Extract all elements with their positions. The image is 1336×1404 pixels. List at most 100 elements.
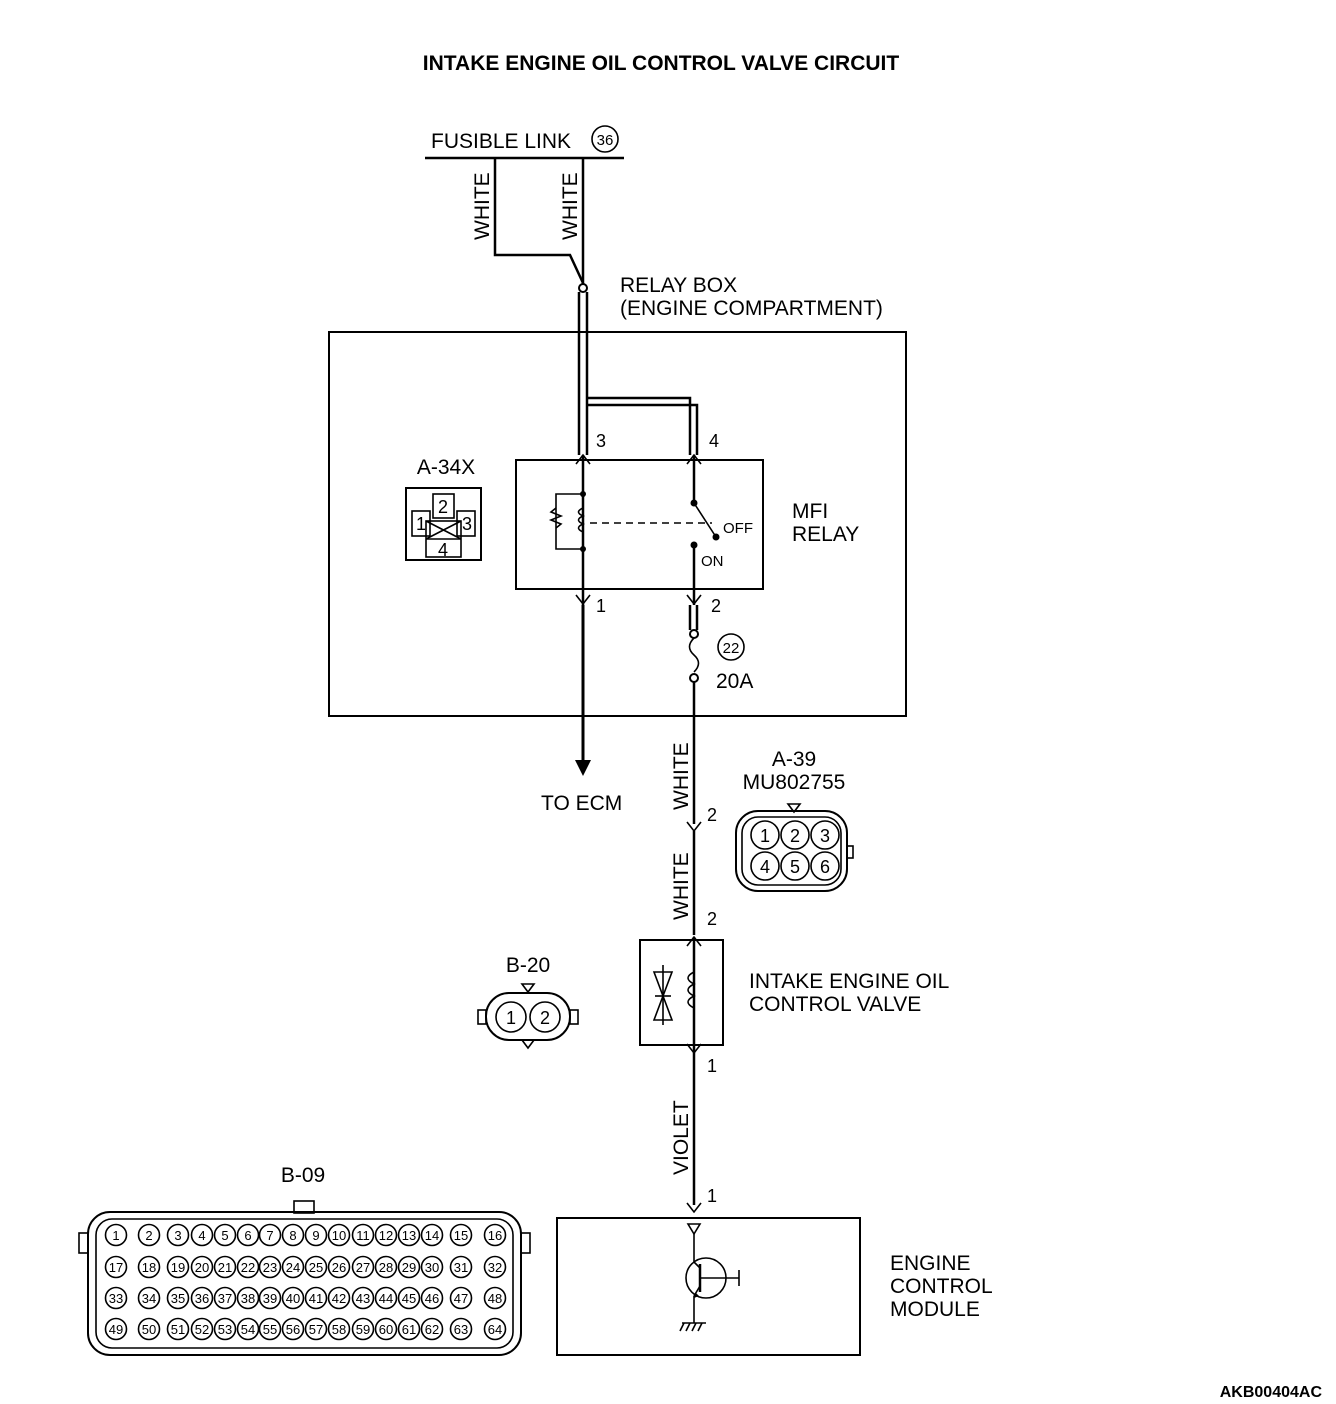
connector-b09-pin-6: 6 bbox=[244, 1228, 251, 1243]
connector-b09-pin-18: 18 bbox=[142, 1260, 156, 1275]
connector-b09-pin-circle bbox=[281, 1317, 305, 1341]
valve-pin-top: 2 bbox=[707, 909, 717, 929]
connector-b09-pin-circle bbox=[374, 1286, 398, 1310]
connector-b20-name: B-20 bbox=[506, 954, 550, 977]
connector-b09-pin-64: 64 bbox=[488, 1322, 502, 1337]
connector-b09-pin-61: 61 bbox=[402, 1322, 416, 1337]
connector-b09-pin-circle bbox=[351, 1317, 375, 1341]
connector-b09-pin-circle bbox=[166, 1286, 190, 1310]
valve-label-line2: CONTROL VALVE bbox=[749, 993, 921, 1016]
connector-b09-pin-33: 33 bbox=[109, 1291, 123, 1306]
connector-b09-pin-59: 59 bbox=[356, 1322, 370, 1337]
diagram-id: AKB00404AC bbox=[1220, 1384, 1323, 1401]
connector-b09-pin-circle bbox=[304, 1317, 328, 1341]
connector-a39-part: MU802755 bbox=[743, 771, 846, 794]
connector-b09-pin-31: 31 bbox=[454, 1260, 468, 1275]
connector-b20: B-20 1 2 bbox=[477, 954, 579, 1050]
white-wire-label-lower-1: WHITE bbox=[670, 742, 693, 810]
connector-b09-pin-42: 42 bbox=[332, 1291, 346, 1306]
connector-b09-pin-13: 13 bbox=[402, 1228, 416, 1243]
connector-a39-pin-6: 6 bbox=[820, 857, 830, 877]
mfi-relay-pin-2: 2 bbox=[711, 596, 721, 616]
connector-b09-pin-34: 34 bbox=[142, 1291, 156, 1306]
connector-b09-pin-5: 5 bbox=[221, 1228, 228, 1243]
connector-b09-pin-39: 39 bbox=[263, 1291, 277, 1306]
mfi-relay-outline bbox=[515, 459, 764, 590]
fuse: 22 20A bbox=[688, 605, 753, 693]
connector-b09-pin-15: 15 bbox=[454, 1228, 468, 1243]
fusible-link-label: FUSIBLE LINK bbox=[431, 130, 571, 153]
connector-b09-pin-circle bbox=[483, 1317, 507, 1341]
connector-b09-pin-50: 50 bbox=[142, 1322, 156, 1337]
connector-b09-pin-21: 21 bbox=[218, 1260, 232, 1275]
connector-b09-pin-circle bbox=[137, 1255, 161, 1279]
connector-a39-pin-2: 2 bbox=[790, 826, 800, 846]
connector-b09-pin-circle bbox=[258, 1223, 282, 1247]
fuse-number-circle bbox=[717, 633, 745, 661]
splice-point bbox=[578, 283, 588, 293]
mfi-relay-label-line2: RELAY bbox=[792, 523, 859, 546]
connector-a39-pin-3: 3 bbox=[820, 826, 830, 846]
connector-b09-pin-37: 37 bbox=[218, 1291, 232, 1306]
connector-b09-pin-circle bbox=[397, 1223, 421, 1247]
connector-b09-pin-circle bbox=[327, 1286, 351, 1310]
connector-a39: A-39 MU802755 1 2 3 4 5 6 bbox=[735, 748, 854, 892]
connector-b09-pin-circle bbox=[236, 1317, 260, 1341]
connector-a34x-pin-3: 3 bbox=[462, 514, 472, 534]
connector-b09-pin-circle bbox=[213, 1317, 237, 1341]
connector-b09-pin-40: 40 bbox=[286, 1291, 300, 1306]
ecm-outline bbox=[556, 1217, 861, 1356]
connector-b09-pin-7: 7 bbox=[266, 1228, 273, 1243]
valve-pin-bottom: 1 bbox=[707, 1056, 717, 1076]
connector-b09-pin-circle bbox=[420, 1255, 444, 1279]
connector-b09-pin-circle bbox=[327, 1223, 351, 1247]
connector-b09-pin-circle bbox=[281, 1286, 305, 1310]
connector-b09-pin-circle bbox=[258, 1317, 282, 1341]
connector-b09-pin-circle bbox=[190, 1223, 214, 1247]
mfi-relay-off-label: OFF bbox=[723, 520, 753, 537]
connector-b09-pin-circle bbox=[104, 1255, 128, 1279]
connector-a34x-pin-4: 4 bbox=[438, 540, 448, 560]
connector-a34x-name: A-34X bbox=[417, 456, 475, 479]
connector-b09-pin-48: 48 bbox=[488, 1291, 502, 1306]
connector-b09-pin-25: 25 bbox=[309, 1260, 323, 1275]
connector-a39-name: A-39 bbox=[772, 748, 816, 771]
mfi-relay-pin-3: 3 bbox=[596, 431, 606, 451]
connector-b09-pin-circle bbox=[397, 1255, 421, 1279]
fusible-link: FUSIBLE LINK 36 bbox=[425, 125, 624, 160]
connector-b09-pin-26: 26 bbox=[332, 1260, 346, 1275]
connector-b09-pin-52: 52 bbox=[195, 1322, 209, 1337]
mfi-relay-on-label: ON bbox=[701, 553, 724, 570]
connector-b09-pin-circle bbox=[420, 1286, 444, 1310]
connector-b09-pin-11: 11 bbox=[356, 1228, 370, 1243]
connector-b09-pin-10: 10 bbox=[332, 1228, 346, 1243]
ecm-label-line1: ENGINE bbox=[890, 1252, 971, 1275]
connector-b09-pin-circle bbox=[258, 1286, 282, 1310]
connector-a39-pin-4: 4 bbox=[760, 857, 770, 877]
connector-a34x-pin-2: 2 bbox=[438, 497, 448, 517]
connector-b09-pin-circle bbox=[137, 1223, 161, 1247]
connector-b09-pin-38: 38 bbox=[241, 1291, 255, 1306]
connector-b09-pin-43: 43 bbox=[356, 1291, 370, 1306]
connector-b09-pin-22: 22 bbox=[241, 1260, 255, 1275]
connector-b09-pin-32: 32 bbox=[488, 1260, 502, 1275]
connector-b09-pin-circle bbox=[281, 1255, 305, 1279]
connector-b09-pin-57: 57 bbox=[309, 1322, 323, 1337]
oil-control-valve-outline bbox=[639, 939, 724, 1046]
oil-control-valve: INTAKE ENGINE OIL CONTROL VALVE 1 bbox=[639, 935, 949, 1076]
connector-b09-pin-53: 53 bbox=[218, 1322, 232, 1337]
ecm-label-line3: MODULE bbox=[890, 1298, 980, 1321]
connector-b09-pin-circle bbox=[449, 1317, 473, 1341]
connector-b09-pin-circle bbox=[104, 1317, 128, 1341]
connector-a39-pin-1: 1 bbox=[760, 826, 770, 846]
white-wire-left bbox=[493, 158, 585, 284]
connector-b09-pin-circle bbox=[397, 1317, 421, 1341]
connector-b09-pin-30: 30 bbox=[425, 1260, 439, 1275]
connector-b09-pin-circle bbox=[483, 1286, 507, 1310]
connector-b09-pin-circle bbox=[304, 1223, 328, 1247]
connector-b09-pin-16: 16 bbox=[488, 1228, 502, 1243]
connector-b09-pin-circle bbox=[449, 1223, 473, 1247]
connector-b09-pin-circle bbox=[420, 1317, 444, 1341]
ecm-pin: 1 bbox=[707, 1186, 717, 1206]
